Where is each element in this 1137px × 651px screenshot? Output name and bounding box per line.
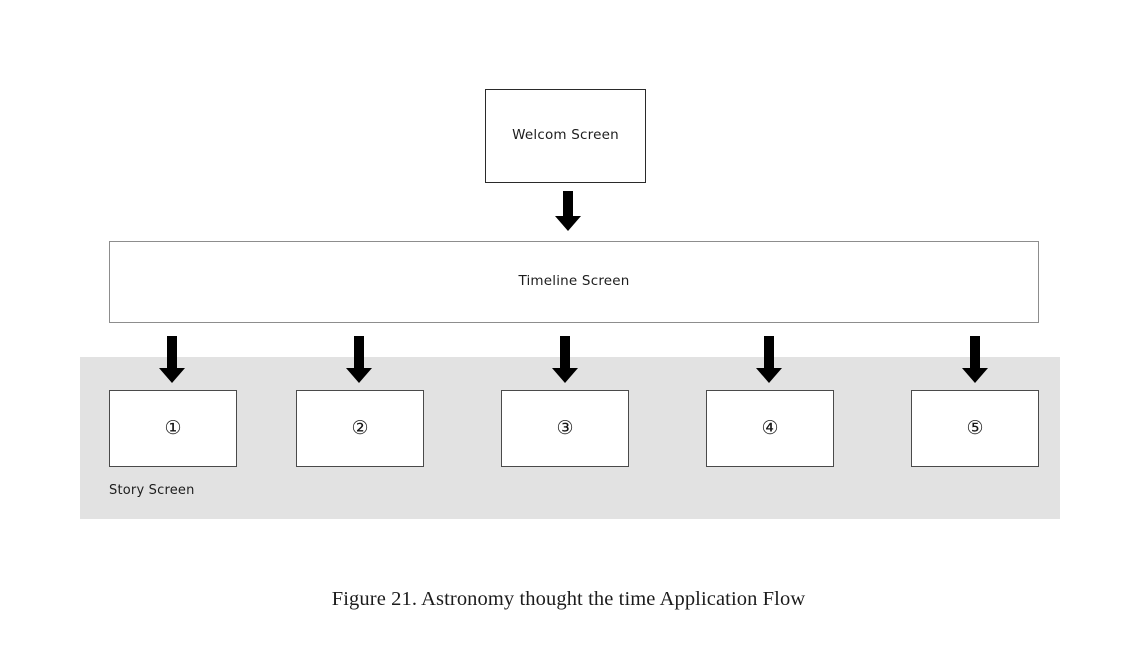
- arrow-down-icon-timeline-to-story-4: [756, 336, 782, 383]
- arrow-head: [159, 368, 185, 383]
- story-screen-1-number: ①: [164, 417, 182, 439]
- node-story-screen-2: ②: [296, 390, 424, 467]
- arrow-shaft: [970, 336, 980, 368]
- arrow-down-icon-timeline-to-story-5: [962, 336, 988, 383]
- node-timeline-screen: Timeline Screen: [109, 241, 1039, 323]
- arrow-head: [756, 368, 782, 383]
- node-story-screen-4: ④: [706, 390, 834, 467]
- arrow-head: [555, 216, 581, 231]
- arrow-down-icon-timeline-to-story-1: [159, 336, 185, 383]
- node-welcome-screen-label: Welcom Screen: [512, 127, 619, 144]
- node-story-screen-3: ③: [501, 390, 629, 467]
- arrow-down-icon-timeline-to-story-3: [552, 336, 578, 383]
- arrow-down-icon-timeline-to-story-2: [346, 336, 372, 383]
- story-screen-4-number: ④: [761, 417, 779, 439]
- arrow-shaft: [354, 336, 364, 368]
- figure-caption: Figure 21. Astronomy thought the time Ap…: [331, 588, 806, 610]
- arrow-shaft: [167, 336, 177, 368]
- node-story-screen-1: ①: [109, 390, 237, 467]
- arrow-head: [346, 368, 372, 383]
- arrow-shaft: [560, 336, 570, 368]
- node-timeline-screen-label: Timeline Screen: [518, 273, 630, 290]
- story-screen-group-label: Story Screen: [109, 483, 195, 498]
- arrow-shaft: [764, 336, 774, 368]
- arrow-head: [962, 368, 988, 383]
- arrow-head: [552, 368, 578, 383]
- node-welcome-screen: Welcom Screen: [485, 89, 646, 183]
- arrow-down-icon-welcome-to-timeline: [555, 191, 581, 231]
- arrow-shaft: [563, 191, 573, 216]
- node-story-screen-5: ⑤: [911, 390, 1039, 467]
- story-screen-2-number: ②: [351, 417, 369, 439]
- story-screen-3-number: ③: [556, 417, 574, 439]
- story-screen-5-number: ⑤: [966, 417, 984, 439]
